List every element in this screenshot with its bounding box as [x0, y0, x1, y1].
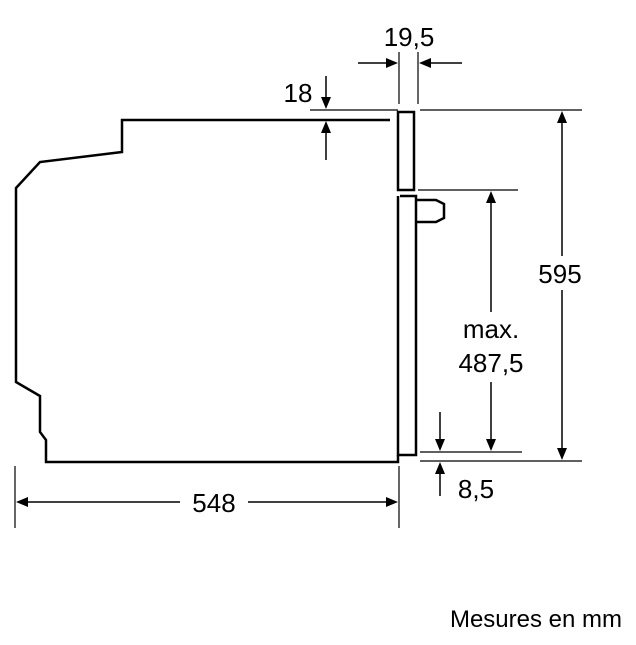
- dimension-label-max-prefix: max.: [463, 314, 519, 344]
- arrowhead-down-icon: [486, 439, 496, 451]
- arrowhead-up-icon: [321, 121, 331, 133]
- arrowhead-left-icon: [419, 58, 431, 68]
- dimension-label-487-5: 487,5: [458, 348, 523, 378]
- arrowhead-left-icon: [16, 497, 28, 507]
- oven-body-outline: [14, 118, 400, 464]
- label-background-487: [448, 312, 536, 382]
- units-note: Mesures en mm: [450, 606, 622, 633]
- dimension-label-8-5: 8,5: [458, 474, 494, 504]
- control-knob: [416, 198, 446, 224]
- arrowhead-up-icon: [486, 191, 496, 203]
- label-background-548: [180, 486, 248, 518]
- arrowhead-down-icon: [321, 97, 331, 109]
- arrowhead-down-icon: [557, 448, 567, 460]
- dimension-label-548: 548: [192, 488, 235, 518]
- arrowhead-up-icon: [557, 111, 567, 123]
- oven-door: [396, 194, 418, 457]
- dimension-label-18: 18: [284, 78, 313, 108]
- label-background-595: [530, 256, 590, 290]
- arrowhead-right-icon: [386, 58, 398, 68]
- arrowhead-right-icon: [386, 497, 398, 507]
- arrowhead-up-icon: [435, 462, 445, 474]
- oven-front-panel: [396, 110, 416, 192]
- arrowhead-down-icon: [435, 439, 445, 451]
- dimension-label-19-5: 19,5: [384, 22, 435, 52]
- dimension-label-595: 595: [538, 259, 581, 289]
